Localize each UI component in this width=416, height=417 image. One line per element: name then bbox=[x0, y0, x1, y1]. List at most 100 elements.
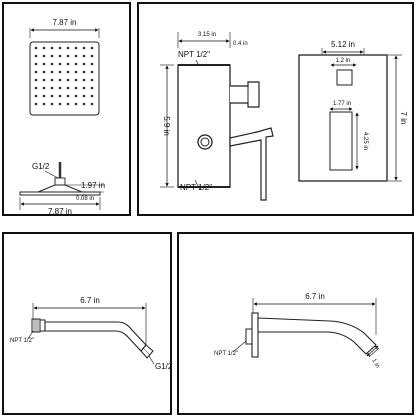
panel-shower-arm bbox=[2, 232, 172, 415]
nozzle-dot bbox=[50, 94, 54, 98]
shower-arm-view: 6.7 in NPT 1/2" G1/2 bbox=[10, 296, 173, 371]
nozzle-dot bbox=[58, 62, 62, 66]
nozzle-dot bbox=[90, 54, 94, 58]
outlet-dimension bbox=[366, 345, 379, 357]
nozzle-dot bbox=[58, 86, 62, 90]
diverter-opening bbox=[336, 69, 353, 86]
nozzle-dot bbox=[50, 70, 54, 74]
height-label: 5.9 in bbox=[162, 116, 171, 136]
nozzle-dot bbox=[66, 70, 70, 74]
arm-length-label: 6.7 in bbox=[80, 296, 100, 305]
arm-outlet-thread bbox=[140, 344, 154, 359]
ball-joint bbox=[54, 177, 66, 186]
nozzle-dot bbox=[42, 62, 46, 66]
spout-inlet-thread bbox=[245, 328, 253, 345]
nozzle-dot bbox=[58, 102, 62, 106]
depth-label: 3.15 in bbox=[198, 32, 216, 38]
nozzle-dot bbox=[50, 78, 54, 82]
nozzle-dot bbox=[74, 54, 78, 58]
nozzle-dot bbox=[50, 46, 54, 50]
nozzle-dot bbox=[82, 70, 86, 74]
lever-handle bbox=[229, 127, 274, 201]
nozzle-dot bbox=[90, 62, 94, 66]
panel-valve-trim bbox=[137, 2, 414, 216]
nozzle-dot bbox=[66, 62, 70, 66]
spout-outlet-label: 1 in bbox=[370, 358, 380, 369]
nozzle-dot bbox=[82, 46, 86, 50]
nozzle-dot bbox=[90, 70, 94, 74]
diverter-knob bbox=[230, 81, 260, 108]
shower-head-top-view: 7.87 in bbox=[29, 18, 100, 116]
thickness-label: 0.08 in bbox=[76, 196, 94, 202]
tub-spout-view: 6.7 in NPT 1/2" 1 in bbox=[214, 292, 380, 369]
nozzle-dot bbox=[34, 70, 38, 74]
nozzle-dot bbox=[58, 54, 62, 58]
nozzle-dot bbox=[50, 54, 54, 58]
shower-head-plate bbox=[29, 41, 100, 116]
nozzle-dot bbox=[82, 54, 86, 58]
lower-gap-label: 1.77 in bbox=[333, 101, 351, 107]
panel-shower-head bbox=[2, 2, 131, 216]
nozzle-dot bbox=[82, 62, 86, 66]
nozzle-dot bbox=[74, 62, 78, 66]
nozzle-dot bbox=[42, 94, 46, 98]
nozzle-dot bbox=[34, 102, 38, 106]
arm-inlet-label: NPT 1/2" bbox=[10, 338, 34, 344]
nozzle-dot bbox=[90, 94, 94, 98]
nozzle-dot bbox=[42, 70, 46, 74]
inlet-bottom-label: NPT 1/2" bbox=[180, 183, 212, 192]
nozzle-grid bbox=[34, 46, 94, 106]
nozzle-dot bbox=[74, 70, 78, 74]
nozzle-dot bbox=[34, 54, 38, 58]
nozzle-dot bbox=[90, 102, 94, 106]
lower-height-label: 4.25 in bbox=[362, 132, 368, 150]
nozzle-dot bbox=[34, 62, 38, 66]
nozzle-dot bbox=[82, 86, 86, 90]
shower-head-body bbox=[19, 191, 101, 196]
nozzle-dot bbox=[82, 78, 86, 82]
nozzle-dot bbox=[66, 102, 70, 106]
nozzle-dot bbox=[66, 54, 70, 58]
nozzle-dot bbox=[74, 78, 78, 82]
nozzle-dot bbox=[34, 78, 38, 82]
height-label: 1.97 in bbox=[81, 181, 105, 190]
nozzle-dot bbox=[50, 86, 54, 90]
nozzle-dot bbox=[66, 78, 70, 82]
arm-outlet-label: G1/2 bbox=[155, 362, 173, 371]
nozzle-dot bbox=[42, 86, 46, 90]
spout-body bbox=[257, 317, 377, 355]
trim-plate-view: 5.12 in 1.2 in 1.77 in 4.25 in 7 in bbox=[298, 40, 408, 182]
nozzle-dot bbox=[90, 78, 94, 82]
offset-label: 0.4 in bbox=[233, 41, 248, 47]
nozzle-dot bbox=[82, 94, 86, 98]
nozzle-dot bbox=[82, 102, 86, 106]
nozzle-dot bbox=[90, 86, 94, 90]
nozzle-dot bbox=[58, 46, 62, 50]
nozzle-dot bbox=[66, 94, 70, 98]
nozzle-dot bbox=[58, 94, 62, 98]
width-top-label: 7.87 in bbox=[52, 18, 76, 27]
nozzle-dot bbox=[66, 46, 70, 50]
nozzle-dot bbox=[34, 94, 38, 98]
nozzle-dot bbox=[66, 86, 70, 90]
nozzle-dot bbox=[50, 62, 54, 66]
width-bottom-label: 7.87 in bbox=[48, 207, 72, 216]
nozzle-dot bbox=[58, 78, 62, 82]
nozzle-dot bbox=[42, 54, 46, 58]
nozzle-dot bbox=[58, 70, 62, 74]
spout-length-label: 6.7 in bbox=[305, 292, 325, 301]
nozzle-dot bbox=[74, 46, 78, 50]
handle-opening bbox=[329, 111, 353, 171]
nozzle-dot bbox=[42, 102, 46, 106]
shower-head-side-view: G1/2 1.97 in 0.08 in 7.87 in bbox=[19, 162, 105, 216]
nozzle-dot bbox=[42, 78, 46, 82]
spout-inlet-label: NPT 1/2" bbox=[214, 351, 238, 357]
nozzle-dot bbox=[50, 102, 54, 106]
valve-box bbox=[177, 64, 231, 188]
handle-offset-label: 1.2 in bbox=[336, 58, 351, 64]
plate-width-label: 5.12 in bbox=[331, 40, 355, 49]
connector-label: G1/2 bbox=[32, 162, 50, 171]
nozzle-dot bbox=[90, 46, 94, 50]
nozzle-dot bbox=[34, 86, 38, 90]
nozzle-dot bbox=[34, 46, 38, 50]
